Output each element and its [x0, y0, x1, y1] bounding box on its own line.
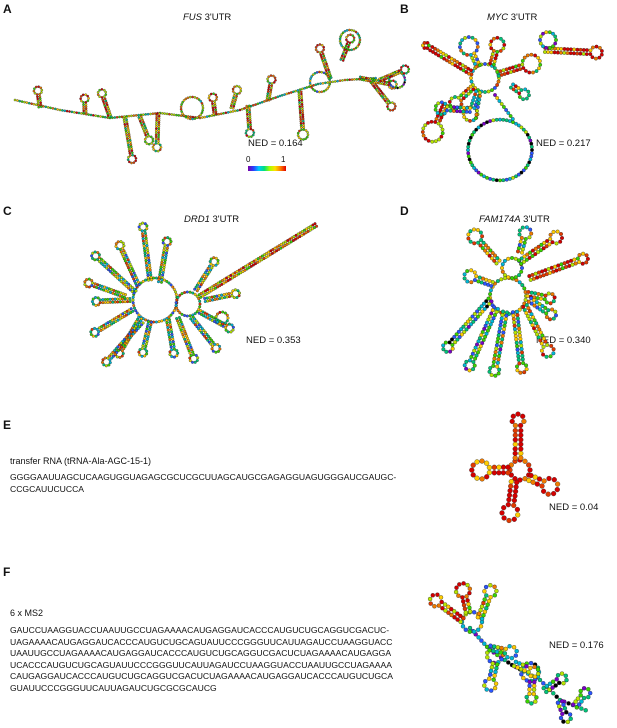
- gene-name: MYC: [487, 12, 509, 23]
- panel-letter-f: F: [3, 565, 11, 579]
- structure-ms2: [427, 581, 593, 725]
- ned-trna: NED = 0.04: [549, 502, 599, 513]
- ms2-label: 6 x MS2: [10, 608, 44, 618]
- ned-ms2: NED = 0.176: [549, 640, 604, 651]
- sequence-line: UAAUUGCCUAGAAAACAUGAGGAUCACCCAUGUCUGCAGG…: [10, 648, 392, 659]
- structure-myc: [420, 30, 604, 183]
- title-suffix: 3'UTR: [508, 12, 538, 23]
- sequence-line: CAUGAGGAUCACCCAUGUCUGCAGGUCGACUCUAGAAAAC…: [10, 671, 393, 682]
- trna-sequence: GGGGAAUUAGCUCAAGUGGUAGAGCGCUCGCUUAGCAUGC…: [10, 472, 396, 495]
- sequence-line: GGGGAAUUAGCUCAAGUGGUAGAGCGCUCGCUUAGCAUGC…: [10, 472, 397, 482]
- structure-drd1: [83, 221, 319, 368]
- colorbar-min-label: 0: [246, 155, 251, 164]
- sequence-line: CCGCAUUCUCCA: [10, 483, 85, 494]
- title-fus: FUS 3'UTR: [183, 12, 231, 23]
- ms2-sequence: GAUCCUAAGGUACCUAAUUGCCUAGAAAACAUGAGGAUCA…: [10, 625, 393, 695]
- gene-name: DRD1: [184, 214, 210, 225]
- panel-letter-e: E: [3, 418, 12, 432]
- title-suffix: 3'UTR: [209, 214, 240, 225]
- panel-letter-d: D: [400, 204, 409, 218]
- ned-fus: NED = 0.164: [248, 138, 303, 149]
- title-fam174a: FAM174A 3'UTR: [479, 214, 550, 225]
- trna-label: transfer RNA (tRNA-Ala-AGC-15-1): [10, 456, 152, 466]
- structure-fam174a: [441, 225, 590, 378]
- sequence-line: GUAUUCCCGGGUUCAUUAGAUCUGCGCGCAUCG: [10, 682, 217, 693]
- panel-letter-c: C: [3, 204, 12, 218]
- panel-letter-a: A: [3, 2, 12, 16]
- structure-trna: [469, 411, 561, 524]
- title-suffix: 3'UTR: [202, 12, 232, 23]
- title-myc: MYC 3'UTR: [487, 12, 537, 23]
- structure-fus: [13, 28, 411, 165]
- title-drd1: DRD1 3'UTR: [184, 214, 239, 225]
- gene-name: FUS: [183, 12, 202, 23]
- sequence-line: UAGAAAACAUGAGGAUCACCCAUGUCUGCAGUAUUCCCGG…: [10, 636, 393, 647]
- sequence-line: UCACCCAUGUCUGCAGUAUUCCCGGGUUCAUUAGAUCCUA…: [10, 659, 392, 670]
- ned-drd1: NED = 0.353: [246, 335, 301, 346]
- ned-myc: NED = 0.217: [536, 138, 591, 149]
- colorbar-max-label: 1: [281, 155, 286, 164]
- ned-fam174a: NED = 0.340: [536, 335, 591, 346]
- title-suffix: 3'UTR: [520, 214, 550, 225]
- ned-colorbar: [248, 166, 286, 171]
- sequence-line: GAUCCUAAGGUACCUAAUUGCCUAGAAAACAUGAGGAUCA…: [10, 625, 390, 635]
- gene-name: FAM174A: [479, 214, 521, 225]
- panel-letter-b: B: [400, 2, 409, 16]
